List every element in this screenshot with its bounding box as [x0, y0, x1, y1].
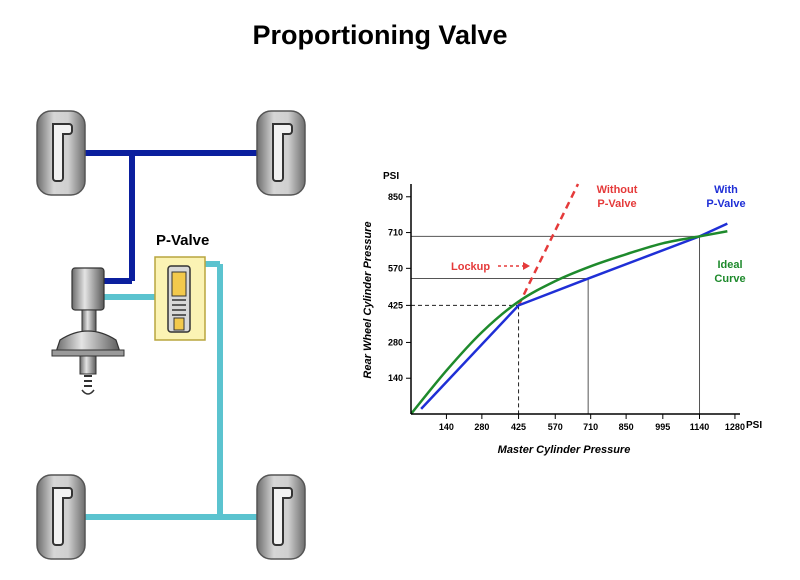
x-tick-label: 280 — [474, 422, 489, 432]
ideal-curve-label: Curve — [714, 273, 745, 285]
x-tick-label: 140 — [439, 422, 454, 432]
x-tick-label: 425 — [511, 422, 526, 432]
x-tick-label: 850 — [619, 422, 634, 432]
y-axis-title: Rear Wheel Cylinder Pressure — [362, 221, 374, 378]
with-label: With — [714, 184, 738, 196]
y-tick-label: 850 — [388, 192, 403, 202]
chart-series — [410, 183, 728, 415]
y-tick-label: 140 — [388, 373, 403, 383]
y-unit-label: PSI — [383, 171, 399, 182]
rear-brake-line — [80, 261, 262, 520]
with-pvalve-label: P-Valve — [706, 198, 745, 210]
x-tick-label: 995 — [655, 422, 670, 432]
without-pvalve-label: P-Valve — [597, 198, 636, 210]
x-tick-label: 1280 — [725, 422, 745, 432]
series-line-1 — [517, 183, 580, 306]
x-axis-title: Master Cylinder Pressure — [498, 444, 631, 456]
series-line-3 — [410, 230, 728, 415]
series-line-2 — [420, 222, 728, 410]
lockup-arrow-head — [523, 262, 530, 270]
x-tick-label: 710 — [583, 422, 598, 432]
x-tick-label: 1140 — [690, 422, 710, 432]
x-unit-label: PSI — [746, 420, 762, 431]
y-tick-label: 425 — [388, 300, 403, 310]
x-tick-label: 570 — [548, 422, 563, 432]
without-label: Without — [597, 184, 638, 196]
page-title: Proportioning Valve — [252, 20, 508, 50]
ideal-label: Ideal — [717, 259, 742, 271]
master-cylinder — [51, 267, 125, 395]
front-brake-line — [80, 150, 262, 284]
p-valve — [154, 256, 206, 341]
y-tick-label: 710 — [388, 228, 403, 238]
lockup-label: Lockup — [451, 261, 490, 273]
y-tick-label: 570 — [388, 263, 403, 273]
y-tick-label: 280 — [388, 337, 403, 347]
chart-axes — [410, 184, 740, 415]
p-valve-label: P-Valve — [156, 232, 209, 249]
chart-ticks: 140 280 425 570 710 850 995 1140 1280 140 280 425 57… — [388, 192, 745, 432]
